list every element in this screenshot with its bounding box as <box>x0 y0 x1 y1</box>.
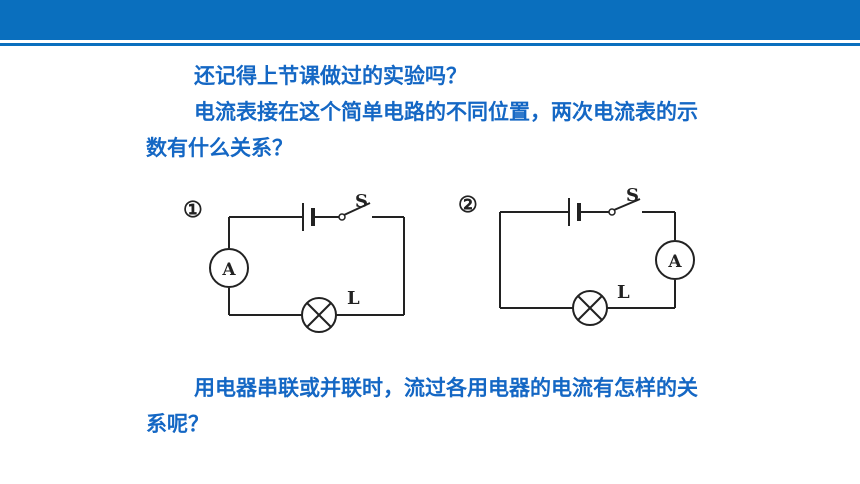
circuit-1-number: ① <box>183 197 203 223</box>
circuit-2: ② S A <box>458 185 695 326</box>
circuit-1-ammeter-icon <box>209 248 249 288</box>
circuit-2-battery-icon <box>568 198 581 226</box>
header-underline <box>0 43 860 46</box>
circuit-2-ammeter-icon <box>655 240 695 280</box>
question-line-1: 还记得上节课做过的实验吗？ <box>194 64 467 88</box>
circuit-1: ① S A <box>183 191 405 333</box>
circuit-2-number: ② <box>458 192 478 218</box>
circuit-1-lamp-icon <box>301 297 337 333</box>
question-line-2: 电流表接在这个简单电路的不同位置，两次电流表的示数有什么关系？ <box>146 100 698 160</box>
circuit-2-ammeter-label: A <box>667 252 682 272</box>
circuit-1-switch-icon <box>338 202 371 221</box>
circuit-2-switch-icon <box>608 198 641 216</box>
question-line-3: 用电器串联或并联时，流过各用电器的电流有怎样的关系呢？ <box>146 376 698 436</box>
circuit-2-lamp-icon <box>572 290 608 326</box>
circuit-2-switch-label: S <box>626 185 639 206</box>
circuit-1-switch-label: S <box>355 191 368 212</box>
circuit-1-ammeter-label: A <box>221 260 236 280</box>
circuit-1-lamp-label: L <box>347 288 360 309</box>
circuit-1-battery-icon <box>302 203 315 231</box>
header-bar <box>0 0 860 40</box>
circuit-2-lamp-label: L <box>617 282 630 303</box>
